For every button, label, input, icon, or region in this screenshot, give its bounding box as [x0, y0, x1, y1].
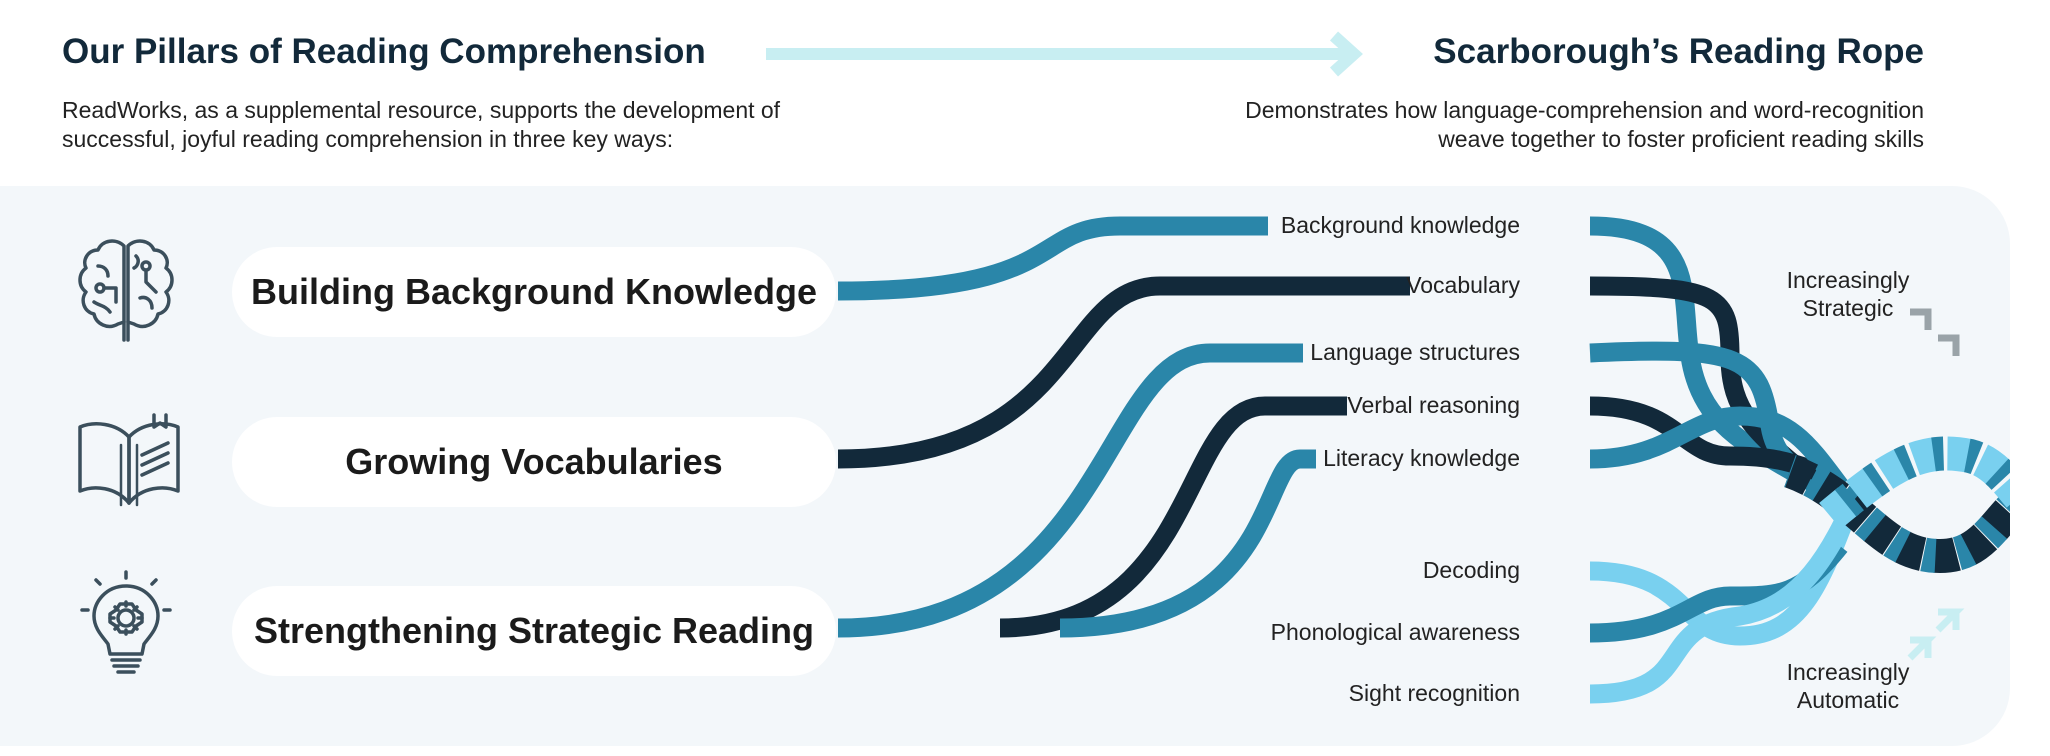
open-book-icon — [78, 413, 180, 507]
pillar-label: Growing Vocabularies — [345, 441, 723, 482]
increasingly-automatic-label: Increasingly Automatic — [1786, 659, 1910, 713]
strand-label-language-structures: Language structures — [1310, 339, 1520, 365]
strand-label-phonological-awareness: Phonological awareness — [1270, 619, 1520, 645]
strand-label-decoding: Decoding — [1422, 557, 1520, 583]
pillar-label: Building Background Knowledge — [251, 271, 817, 312]
strand-label-sight-recognition: Sight recognition — [1348, 680, 1520, 706]
reading-rope-description: Demonstrates how language-comprehension … — [1245, 97, 1924, 152]
pillar-strengthening-strategic-reading: Strengthening Strategic Reading — [232, 586, 836, 676]
arrow-right-icon — [766, 31, 1363, 77]
brain-icon — [78, 239, 174, 342]
strand-label-literacy-knowledge: Literacy knowledge — [1323, 445, 1520, 471]
pillars-title: Our Pillars of Reading Comprehension — [62, 32, 706, 71]
automatic-chevron-icon — [1907, 608, 1965, 661]
increasingly-strategic-label: Increasingly Strategic — [1786, 267, 1910, 321]
strand-verbal-reasoning-left — [999, 396, 1347, 638]
strand-vocabulary-left — [837, 276, 1410, 469]
strand-background-knowledge-left — [837, 216, 1268, 301]
strand-sight-recognition — [1589, 482, 1869, 704]
pillar-building-background-knowledge: Building Background Knowledge — [232, 247, 836, 337]
strand-literacy-knowledge-right — [1589, 406, 1848, 492]
twisted-rope — [1783, 436, 2010, 574]
strategic-chevron-icon — [1910, 308, 1960, 356]
pillars-description: ReadWorks, as a supplemental resource, s… — [62, 97, 781, 152]
pillar-label: Strengthening Strategic Reading — [253, 610, 815, 651]
diagram-panel: Building Background Knowledge Growing Vo… — [0, 186, 2010, 746]
lightbulb-gear-icon — [80, 570, 172, 674]
reading-rope-title: Scarborough’s Reading Rope — [1433, 32, 1924, 71]
reading-rope-diagram — [837, 216, 2010, 704]
strand-label-vocabulary: Vocabulary — [1406, 272, 1520, 298]
pillar-growing-vocabularies: Growing Vocabularies — [232, 417, 836, 507]
strand-language-structures-left — [837, 343, 1303, 638]
strand-label-verbal-reasoning: Verbal reasoning — [1347, 392, 1520, 418]
strand-label-background-knowledge: Background knowledge — [1280, 212, 1520, 238]
strand-literacy-knowledge-left — [1059, 449, 1316, 638]
